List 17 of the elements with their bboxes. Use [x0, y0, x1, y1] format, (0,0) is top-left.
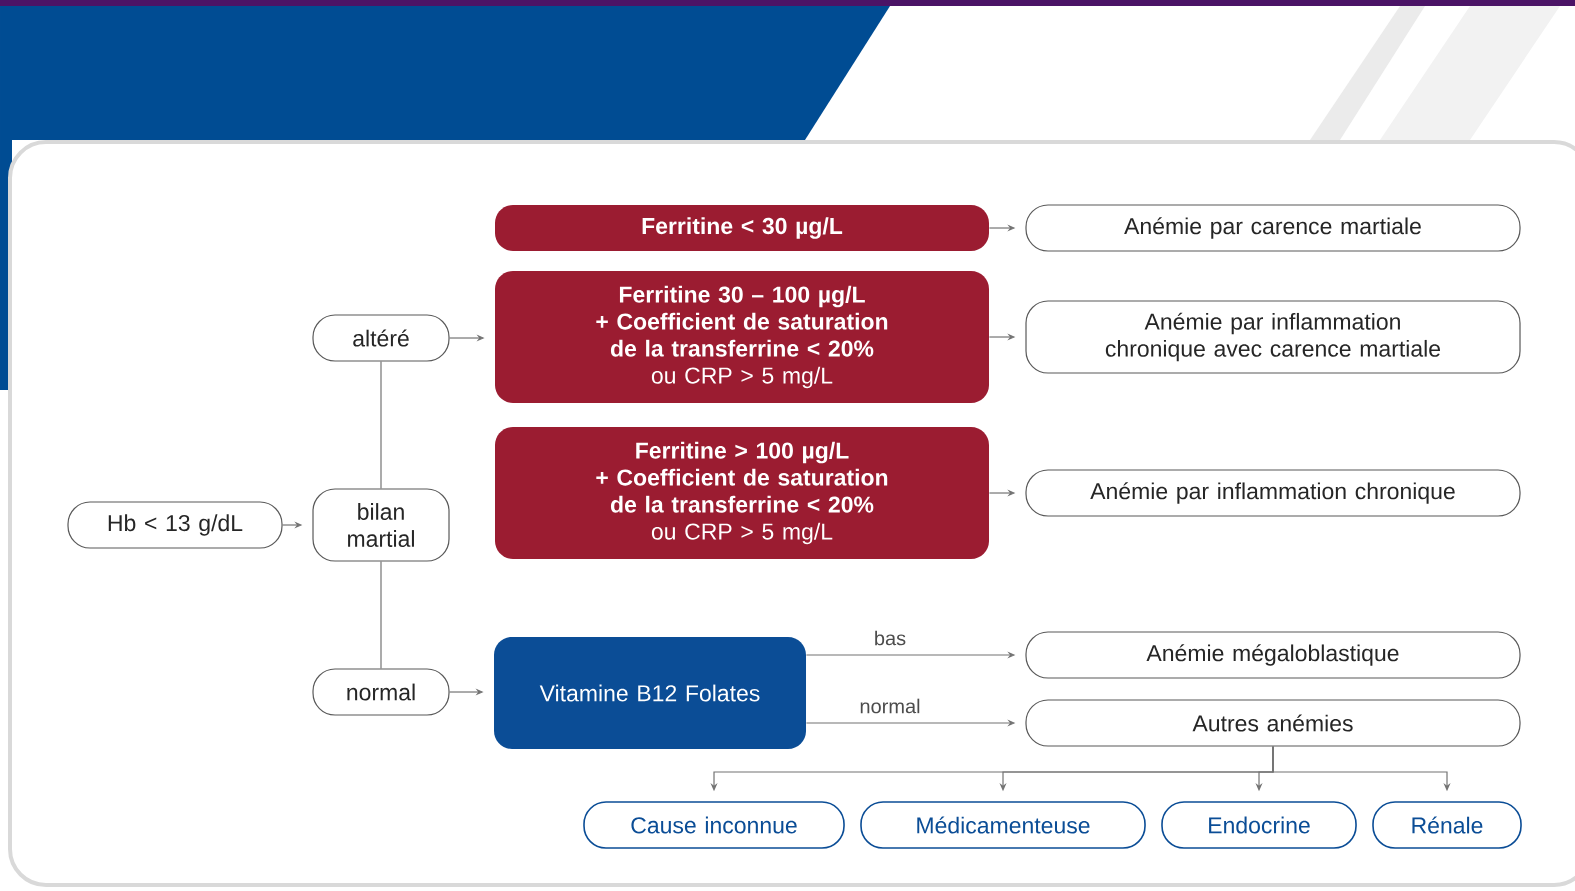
result-box: Anémie par carence martiale [1025, 204, 1521, 252]
cause-box: Endocrine [1161, 801, 1357, 849]
test-box: Ferritine 30 – 100 µg/L + Coefficient de saturation de la transferrine < 20% ou CRP > 5 mg/L [495, 271, 989, 403]
result-box: Anémie par inflammation chronique [1025, 469, 1521, 517]
test-box: Ferritine > 100 µg/L + Coefficient de saturation de la transferrine < 20% ou CRP > 5 mg/L [495, 427, 989, 559]
cause-box: Cause inconnue [583, 801, 845, 849]
result-box: Anémie par inflammation chronique avec carence martiale [1025, 300, 1521, 374]
result-box: Autres anémies [1025, 699, 1521, 747]
test-box: Vitamine B12 Folates [494, 637, 806, 749]
step-box: bilan martial [312, 488, 450, 562]
start-box: Hb < 13 g/dL [67, 501, 283, 549]
branch-box: normal [312, 668, 450, 716]
cause-box: Médicamenteuse [860, 801, 1146, 849]
test-box: Ferritine < 30 µg/L [495, 205, 989, 251]
cause-box: Rénale [1372, 801, 1522, 849]
branch-box: altéré [312, 314, 450, 362]
result-box: Anémie mégaloblastique [1025, 631, 1521, 679]
